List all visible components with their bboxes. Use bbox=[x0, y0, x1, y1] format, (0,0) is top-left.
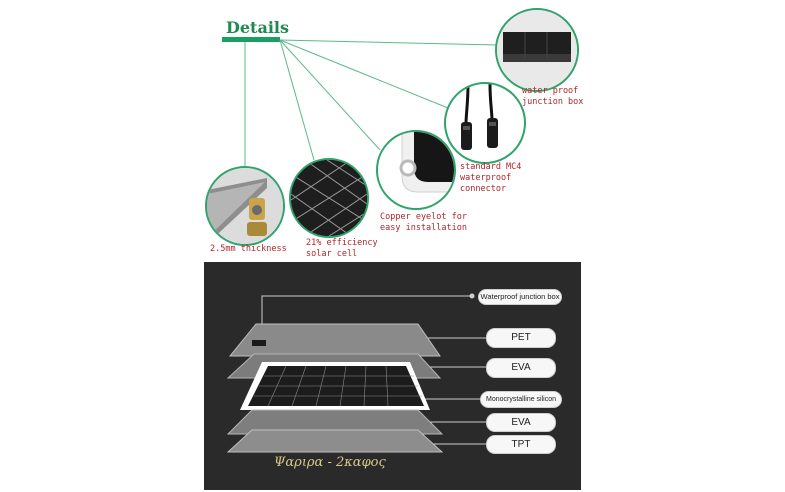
junction-box-caption: water proof junction box bbox=[522, 86, 584, 107]
solar-cell-caption: 21% efficiency solar cell bbox=[306, 238, 378, 259]
mc4-connector-icon bbox=[461, 84, 498, 150]
label-tpt: TPT bbox=[486, 435, 556, 454]
label-pet: PET bbox=[486, 328, 556, 348]
mc4-connector-caption: standard MC4 waterproof connector bbox=[460, 162, 522, 194]
thickness-caption: 2.5mm thickness bbox=[210, 244, 287, 254]
copper-eyelet-detail-circle bbox=[376, 130, 456, 210]
label-monocrystalline-silicon: Monocrystalline silicon bbox=[480, 391, 562, 408]
pet-layer bbox=[228, 323, 441, 357]
junction-box-detail-circle bbox=[495, 8, 579, 92]
solar-cell-grid-icon bbox=[291, 160, 367, 236]
details-underline bbox=[222, 37, 280, 42]
junction-box-icon bbox=[497, 10, 577, 90]
solar-cell-detail-circle bbox=[289, 158, 369, 238]
thickness-detail-circle bbox=[205, 166, 285, 246]
copper-eyelet-caption: Copper eyelot for easy installation bbox=[380, 212, 467, 233]
callout-leader-lines bbox=[244, 39, 499, 168]
label-eva-bottom: EVA bbox=[486, 413, 556, 432]
details-title: Details bbox=[226, 18, 289, 37]
label-eva-top: EVA bbox=[486, 358, 556, 378]
mc4-connector-detail-circle bbox=[444, 82, 526, 164]
eva-bottom-layer bbox=[226, 409, 444, 435]
eyelet-icon bbox=[399, 132, 454, 193]
layer-stack-diagram bbox=[226, 293, 486, 453]
label-junction-box: Waterproof junction box bbox=[478, 289, 562, 305]
thickness-measure-icon bbox=[207, 168, 283, 244]
signature: Ψαριρα - 2καφος bbox=[274, 455, 386, 470]
tpt-layer bbox=[226, 429, 444, 453]
